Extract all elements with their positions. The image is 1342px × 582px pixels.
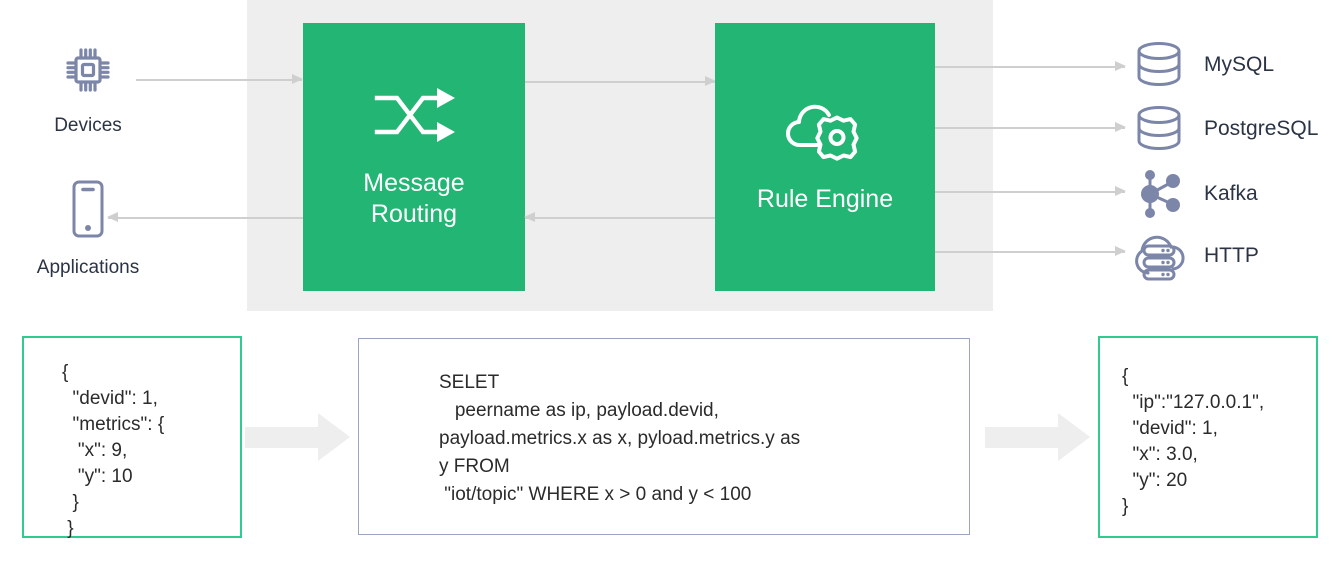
arrow-message-routing-to-applications [107,212,303,223]
database-icon [1128,40,1190,90]
arrow-shaft [935,127,1125,129]
arrow-shaft [525,217,715,219]
endpoint-postgresql-label: PostgreSQL [1204,117,1319,140]
arrow-shaft [108,217,303,219]
node-graph-icon [1128,168,1190,220]
arrow-shaft [525,81,715,83]
arrow-rule-engine-to-message-routing [524,212,715,223]
arrow-head-right-icon [1115,246,1126,256]
arrow-message-routing-to-rule-engine [525,76,716,87]
database-icon [1128,104,1190,154]
arrow-shaft [985,427,1058,448]
endpoint-mysql-label: MySQL [1204,53,1275,76]
arrow-head-left-icon [107,212,118,222]
endpoint-applications-label: Applications [36,257,140,278]
arrow-rule-engine-to-postgresql [935,122,1126,133]
mobile-phone-icon [66,178,110,245]
arrow-shaft [935,251,1125,253]
endpoint-http[interactable]: HTTP [1128,230,1259,282]
sql-rule-box: SELET peername as ip, payload.devid, pay… [358,338,970,535]
stage-rule-engine[interactable]: Rule Engine [715,23,935,291]
cloud-server-icon [1128,230,1190,282]
endpoint-devices[interactable]: Devices [24,42,152,137]
arrow-devices-to-message-routing [136,74,303,85]
endpoint-mysql[interactable]: MySQL [1128,40,1274,90]
endpoint-kafka-label: Kafka [1204,182,1258,205]
endpoint-postgresql[interactable]: PostgreSQL [1128,104,1318,154]
output-payload-code: { "ip":"127.0.0.1", "devid": 1, "x": 3.0… [1122,366,1265,517]
arrow-shaft [136,79,302,81]
input-payload-code: { "devid": 1, "metrics": { "x": 9, "y": … [62,362,165,539]
arrow-head-right-icon [318,413,350,461]
shuffle-arrows-icon [371,84,457,146]
output-payload-box: { "ip":"127.0.0.1", "devid": 1, "x": 3.0… [1098,336,1318,538]
arrow-input-to-rule [245,413,350,461]
arrow-rule-engine-to-http [935,246,1126,257]
arrow-head-right-icon [1115,186,1126,196]
endpoint-http-label: HTTP [1204,244,1259,267]
arrow-rule-engine-to-kafka [935,186,1126,197]
arrow-head-right-icon [1058,413,1090,461]
arrow-shaft [935,191,1125,193]
arrow-head-right-icon [705,76,716,86]
arrow-rule-engine-to-mysql [935,61,1126,72]
arrow-head-right-icon [292,74,303,84]
endpoint-kafka[interactable]: Kafka [1128,168,1258,220]
arrow-head-left-icon [524,212,535,222]
arrow-head-right-icon [1115,61,1126,71]
stage-message-routing-label: Message Routing [363,169,465,228]
stage-message-routing[interactable]: Message Routing [303,23,525,291]
cloud-gear-icon [785,100,865,162]
arrow-rule-to-output [985,413,1090,461]
sql-rule-code: SELET peername as ip, payload.devid, pay… [439,372,801,505]
stage-rule-engine-label: Rule Engine [756,184,894,213]
chip-icon [60,42,116,103]
input-payload-box: { "devid": 1, "metrics": { "x": 9, "y": … [22,336,242,539]
arrow-head-right-icon [1115,122,1126,132]
endpoint-devices-label: Devices [54,115,122,136]
arrow-shaft [245,427,318,448]
endpoint-applications[interactable]: Applications [10,178,166,279]
arrow-shaft [935,66,1125,68]
